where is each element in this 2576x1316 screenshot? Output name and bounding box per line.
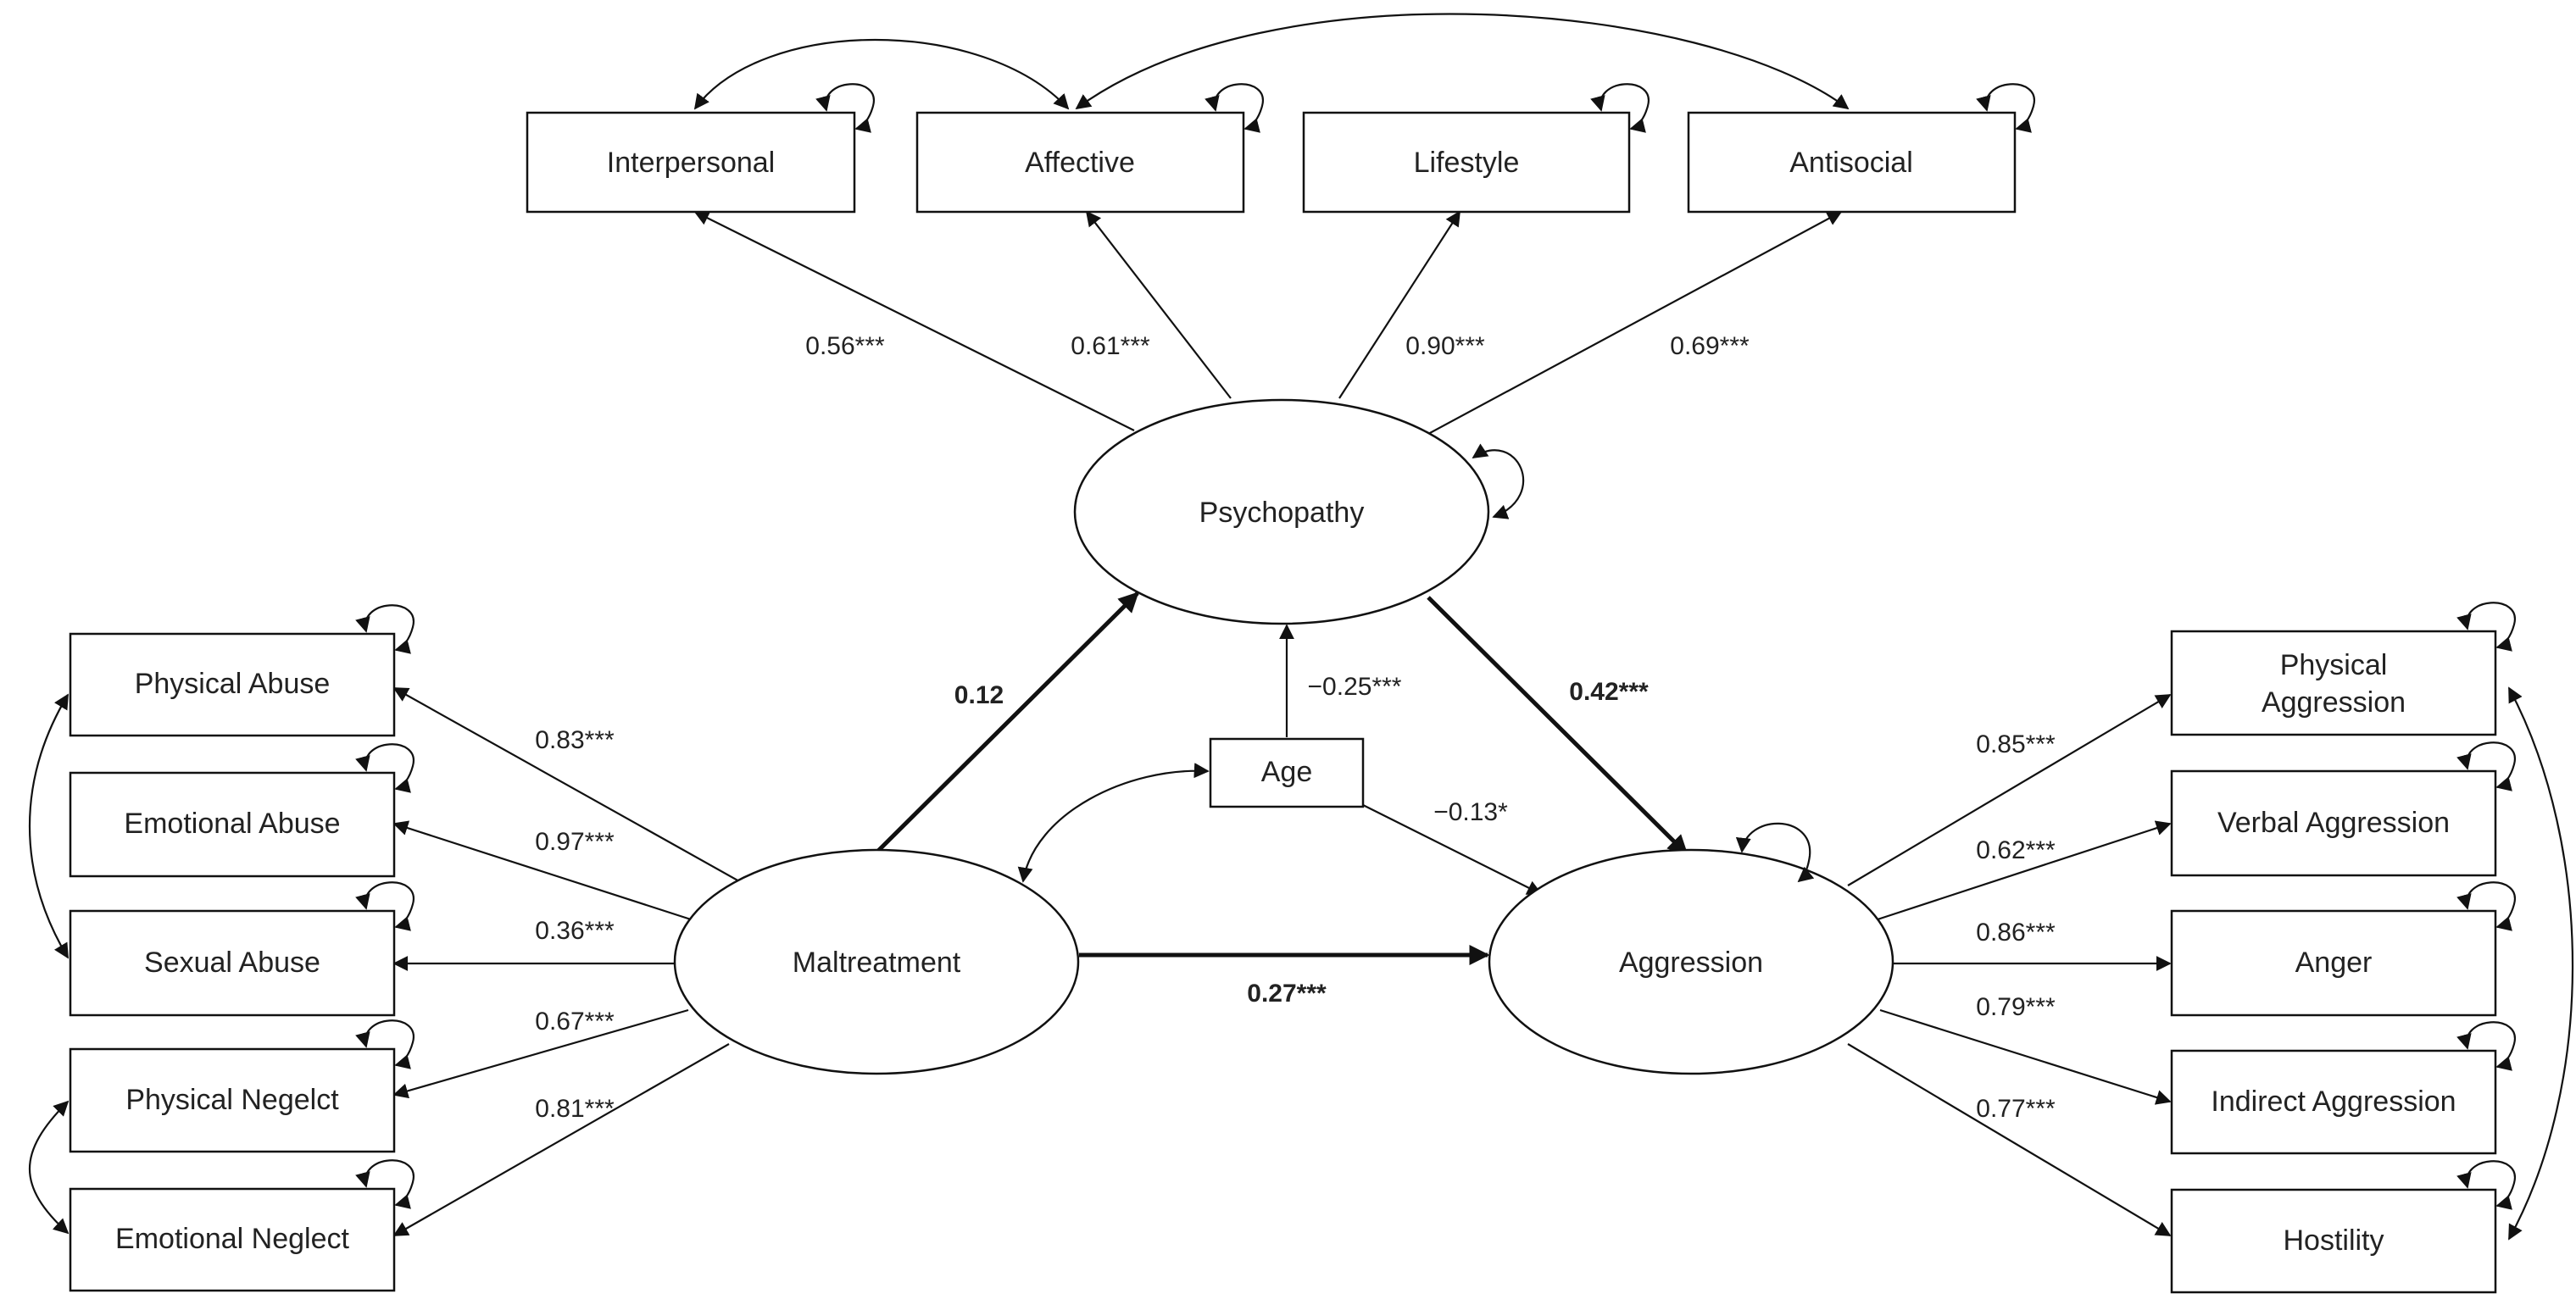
node-aggression — [1488, 848, 1894, 1075]
residual-loop-emotional-abuse — [355, 743, 414, 793]
residual-loop-physical-abuse — [355, 604, 414, 654]
path-aggression-hostility — [1847, 1043, 2172, 1236]
label-verbal-aggression: Verbal Aggression — [2217, 807, 2450, 839]
path-psychopathy-interpersonal — [693, 211, 1135, 431]
residual-loop-verbal-aggression — [2456, 741, 2516, 791]
covariance-physical-neglect-emotional-neglect — [29, 1100, 70, 1235]
box-sexual-abuse — [69, 909, 396, 1017]
label-psychopathy: Psychopathy — [1199, 497, 1365, 529]
label-interpersonal: Interpersonal — [607, 147, 775, 179]
path-maltreatment-emotional-abuse — [392, 820, 692, 921]
covariance-physical-abuse-sexual-abuse — [29, 693, 69, 959]
path-psychopathy-aggression — [1427, 596, 1689, 856]
coef-verbal-aggression: 0.62*** — [1976, 836, 2056, 864]
path-maltreatment-emotional-neglect — [392, 1043, 730, 1236]
label-hostility: Hostility — [2283, 1224, 2384, 1257]
residual-loop-aggression — [1735, 822, 1815, 883]
label-physical-abuse: Physical Abuse — [135, 668, 331, 700]
path-psychopathy-affective — [1085, 210, 1232, 399]
covariance-interpersonal-affective — [693, 38, 1070, 110]
box-emotional-neglect — [69, 1187, 396, 1292]
covariance-maltreatment-age — [1017, 763, 1210, 883]
label-lifestyle: Lifestyle — [1414, 147, 1520, 179]
covariance-affective-antisocial — [1075, 13, 1850, 110]
box-age — [1209, 737, 1365, 808]
box-indirect-aggression — [2170, 1049, 2497, 1155]
box-emotional-abuse — [69, 771, 396, 878]
coef-maltreatment-psychopathy: 0.12 — [954, 681, 1004, 709]
box-interpersonal — [526, 111, 856, 214]
coef-emotional-neglect: 0.81*** — [535, 1095, 615, 1123]
covariance-physical-aggression-hostility — [2508, 686, 2573, 1241]
residual-loop-physical-neglect — [355, 1019, 414, 1069]
residual-loop-physical-aggression — [2456, 602, 2516, 652]
residual-loop-emotional-neglect — [355, 1159, 414, 1209]
box-affective — [915, 111, 1245, 214]
box-verbal-aggression — [2170, 769, 2497, 877]
path-maltreatment-physical-neglect — [392, 1008, 689, 1099]
box-physical-neglect — [69, 1047, 396, 1153]
coef-sexual-abuse: 0.36*** — [535, 917, 615, 945]
coef-physical-abuse: 0.83*** — [535, 726, 615, 754]
path-maltreatment-psychopathy — [876, 591, 1139, 853]
coef-anger: 0.86*** — [1976, 919, 2056, 947]
path-aggression-indirect-aggression — [1879, 1008, 2172, 1105]
path-psychopathy-lifestyle — [1338, 210, 1460, 399]
path-maltreatment-physical-abuse — [392, 687, 755, 891]
label-indirect-aggression: Indirect Aggression — [2211, 1086, 2456, 1118]
label-sexual-abuse: Sexual Abuse — [144, 947, 320, 979]
coef-indirect-aggression: 0.79*** — [1976, 993, 2056, 1021]
coef-age-psychopathy: −0.25*** — [1308, 673, 1402, 701]
box-lifestyle — [1302, 111, 1631, 214]
residual-loop-sexual-abuse — [355, 881, 414, 931]
label-maltreatment: Maltreatment — [793, 947, 961, 979]
label-physical-aggression-line2: Aggression — [2262, 686, 2406, 719]
coef-maltreatment-aggression: 0.27*** — [1247, 980, 1327, 1008]
coef-antisocial: 0.69*** — [1670, 332, 1750, 360]
coef-lifestyle: 0.90*** — [1405, 332, 1485, 360]
box-anger — [2170, 909, 2497, 1017]
coef-interpersonal: 0.56*** — [805, 332, 885, 360]
label-physical-neglect: Physical Negelct — [125, 1084, 339, 1116]
box-physical-abuse — [69, 632, 396, 737]
path-psychopathy-antisocial — [1427, 211, 1843, 435]
label-physical-aggression-line1: Physical — [2280, 649, 2388, 681]
label-anger: Anger — [2295, 947, 2373, 979]
path-aggression-physical-aggression — [1847, 694, 2172, 886]
label-antisocial: Antisocial — [1789, 147, 1913, 179]
residual-loop-affective — [1205, 83, 1264, 133]
residual-loop-psychopathy — [1472, 443, 1525, 519]
residual-loop-anger — [2456, 881, 2516, 931]
label-age: Age — [1261, 756, 1313, 788]
path-aggression-verbal-aggression — [1877, 820, 2172, 921]
path-age-aggression — [1362, 804, 1543, 895]
coef-emotional-abuse: 0.97*** — [535, 828, 615, 856]
box-physical-aggression — [2170, 630, 2497, 736]
label-emotional-abuse: Emotional Abuse — [124, 808, 340, 840]
box-hostility — [2170, 1188, 2497, 1294]
coef-age-aggression: −0.13* — [1433, 798, 1508, 826]
coef-hostility: 0.77*** — [1976, 1095, 2056, 1123]
residual-loop-interpersonal — [815, 83, 875, 133]
residual-loop-antisocial — [1976, 83, 2035, 133]
coef-psychopathy-aggression: 0.42*** — [1569, 678, 1649, 706]
residual-loop-indirect-aggression — [2456, 1021, 2516, 1071]
label-emotional-neglect: Emotional Neglect — [115, 1223, 349, 1255]
coef-physical-neglect: 0.67*** — [535, 1008, 615, 1036]
coef-affective: 0.61*** — [1071, 332, 1150, 360]
residual-loop-hostility — [2456, 1160, 2516, 1210]
label-aggression: Aggression — [1619, 947, 1763, 979]
coef-physical-aggression: 0.85*** — [1976, 730, 2056, 758]
label-affective: Affective — [1025, 147, 1135, 179]
node-maltreatment — [673, 848, 1080, 1075]
residual-loop-lifestyle — [1590, 83, 1650, 133]
box-antisocial — [1687, 111, 2017, 214]
